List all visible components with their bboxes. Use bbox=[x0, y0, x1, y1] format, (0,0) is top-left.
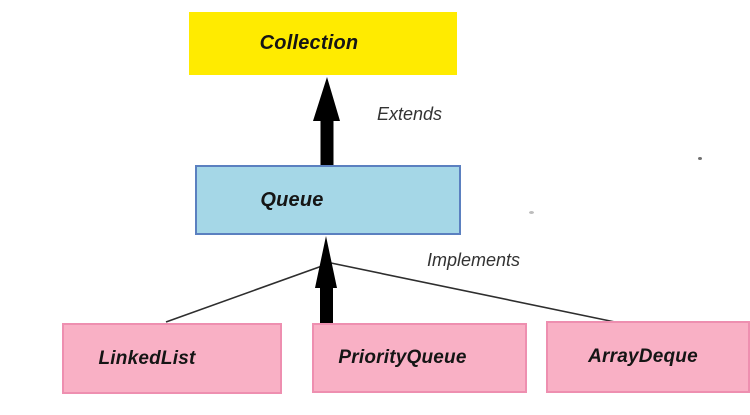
extends-arrow bbox=[313, 77, 340, 165]
artifact-dot bbox=[698, 157, 702, 160]
extends-label: Extends bbox=[377, 104, 443, 124]
node-arraydeque-label: ArrayDeque bbox=[588, 346, 698, 367]
node-collection-label: Collection bbox=[259, 32, 359, 54]
implements-arrow-priorityqueue bbox=[315, 236, 337, 323]
node-arraydeque: ArrayDeque bbox=[546, 321, 750, 393]
node-linkedlist-label: LinkedList bbox=[98, 347, 196, 369]
node-queue-label: Queue bbox=[260, 188, 324, 211]
implements-line-arraydeque bbox=[330, 262, 616, 323]
node-priorityqueue-label: PriorityQueue bbox=[338, 347, 467, 368]
node-linkedlist: LinkedList bbox=[62, 323, 282, 394]
implements-label: Implements bbox=[427, 250, 521, 270]
node-queue: Queue bbox=[195, 165, 461, 235]
node-collection: Collection bbox=[189, 12, 457, 75]
implements-line-linkedlist bbox=[165, 265, 323, 323]
artifact-dot bbox=[529, 211, 534, 214]
node-priorityqueue: PriorityQueue bbox=[312, 323, 527, 393]
